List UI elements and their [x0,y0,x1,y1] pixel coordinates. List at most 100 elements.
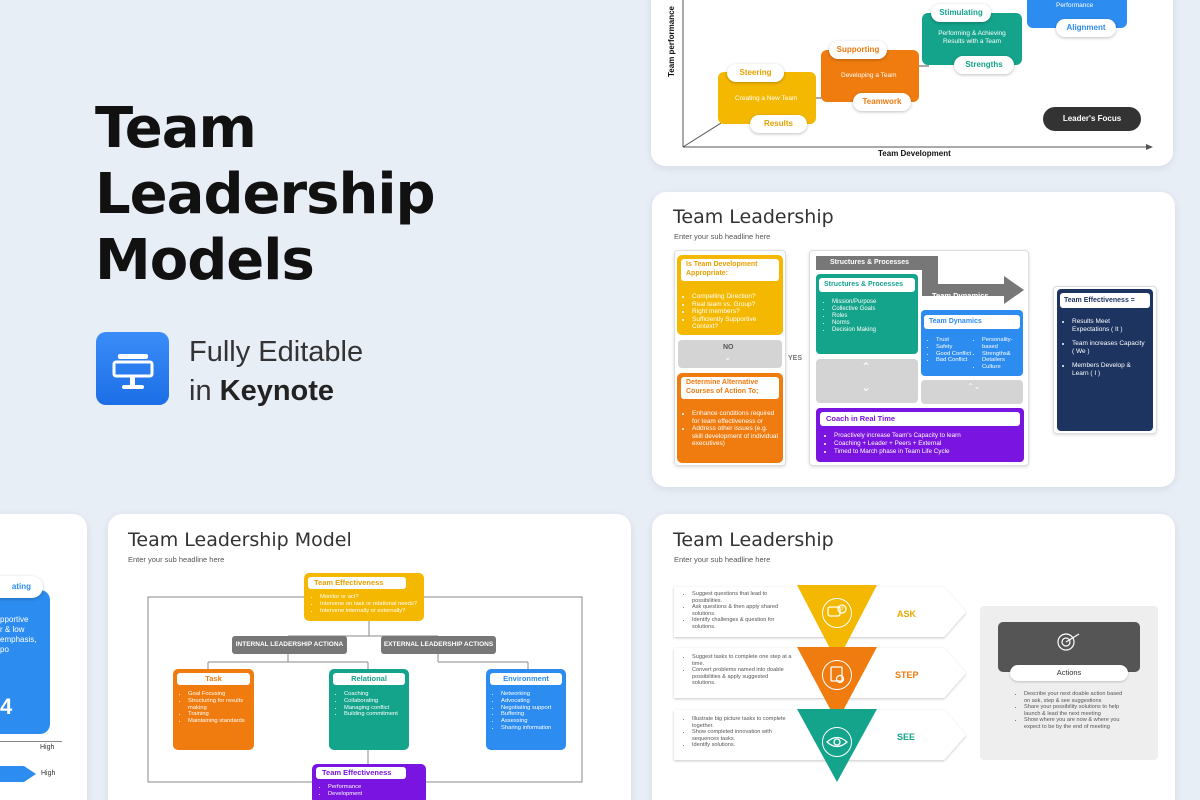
slide-title: Team Leadership [673,206,834,228]
list-item: Identify solutions. [692,742,792,749]
x-axis-label: Team Development [878,149,951,158]
leaders-focus-button[interactable]: Leader's Focus [1043,107,1141,131]
list-item: Members Develop & Learn ( I ) [1072,362,1148,378]
arrow-right-icon [0,766,36,782]
hero-title-line-3: Models [95,228,315,293]
left-column-frame [674,250,786,466]
stage-supporting-pill: Supporting [829,41,887,59]
list-item: Building commitment [344,711,408,718]
model-connectors [147,596,583,783]
list-item: Convert problems named into doable possi… [692,667,792,687]
no-connector [678,340,782,368]
partial-blue-box [0,590,50,734]
structures-title: Structures & Processes [819,278,915,292]
dynamics-list-1: Trust Safety Good Conflict Bad Conflict [926,337,976,364]
coach-title: Coach in Real Time [820,412,1020,426]
editable-line-1: Fully Editable [189,336,364,368]
stage-strengths-pill: Strengths [954,56,1014,74]
document-gear-icon [822,660,852,690]
middle-frame [809,250,1029,466]
slide-ask-step-see[interactable]: Team Leadership Enter your sub headline … [652,514,1175,800]
list-item: Results Meet Expectations ( It ) [1072,318,1148,334]
ask-label: ASK [897,609,917,619]
slide-team-leadership-process[interactable]: Team Leadership Enter your sub headline … [652,192,1175,487]
task-list: Goal Focusing Structuring for results ma… [178,691,252,725]
list-item: Suggest tasks to complete one step at a … [692,654,792,667]
list-item: Collaborating [344,698,408,705]
eye-icon [822,727,852,757]
list-item: Strengths& Detailers [982,351,1020,365]
list-item: Real team vs. Group? [692,301,780,309]
partial-axis-line [0,741,62,742]
effectiveness-title: Team Effectiveness = [1060,293,1150,308]
task-title: Task [177,673,250,685]
list-item: Ask questions & then apply shared soluti… [692,604,792,617]
slide-subtitle: Enter your sub headline here [674,555,771,564]
structures-connector [816,359,918,403]
step-label: STEP [895,670,919,680]
hero-title-line-2: Leadership [95,162,436,227]
actions-header [998,622,1140,672]
slide-team-development-chart[interactable]: Team performance Team Development Creati… [651,0,1173,166]
stage-steering-pill: Steering [727,64,784,82]
list-item: Development [328,791,418,798]
list-item: Networking [501,691,565,698]
list-item: Structuring for results making [188,698,252,712]
team-dynamics-arrow-label: Team Dynamics [932,291,989,300]
arrow-right-icon [922,256,1024,304]
list-item: Training [188,711,252,718]
list-item: Negotiating support [501,705,565,712]
list-item: Assessing [501,718,565,725]
list-item: Sufficiently Supportive Context? [692,316,780,331]
no-label: NO [723,344,734,351]
list-item: Intervene on task or relational needs? [320,601,422,608]
question-list: Compelling Direction? Real team vs. Grou… [682,293,780,331]
stage-stimulating-pill: Stimulating [931,4,991,22]
slide-subtitle: Enter your sub headline here [128,555,225,564]
list-item: Share your possibility solutions to help… [1024,704,1126,717]
stage-teamwork-pill: Teamwork [853,93,911,111]
bottom-effectiveness-list: Performance Development [318,784,418,798]
slide-team-leadership-model[interactable]: Team Leadership Model Enter your sub hea… [108,514,631,800]
dynamics-connector [921,380,1023,404]
see-list: Illustrate big picture tasks to complete… [682,716,792,749]
list-item: Sharing information [501,725,565,732]
list-item: Bad Conflict [936,357,976,364]
list-item: Coaching + Leader + Peers + External [834,440,1020,448]
list-item: Show completed innovation with sequences… [692,729,792,742]
question-title: Is Team Development Appropriate: [681,259,779,281]
environment-list: Networking Advocating Negotiating suppor… [491,691,565,732]
actions-label: Actions [1010,665,1128,681]
list-item: Team increases Capacity ( We ) [1072,340,1148,356]
stage-creating-body: Creating a New Team [735,95,798,102]
list-item: Culture [982,364,1020,371]
list-item: Mission/Purpose [832,299,914,306]
chevron-down-icon: ⌄ [861,380,872,394]
list-item: Trust [936,337,976,344]
slide-partial-left[interactable]: ating pportive r & low emphasis, po 4 Hi… [0,514,87,800]
list-item: Managing conflict [344,705,408,712]
list-item: Intervene internally or externally? [320,608,422,615]
top-effectiveness-list: Monitor or act? Intervene on task or rel… [310,594,422,615]
list-item: Suggest questions that lead to possibili… [692,591,792,604]
list-item: Right members? [692,308,780,316]
chart-axes [682,0,1153,150]
editable-line-2: in Keynote [189,375,334,408]
dynamics-title: Team Dynamics [924,315,1020,329]
slide-title: Team Leadership [673,529,834,551]
list-item: Maintaining standards [188,718,252,725]
list-item: Goal Focusing [188,691,252,698]
slide-subtitle: Enter your sub headline here [674,232,771,241]
list-item: Collective Goals [832,306,914,313]
target-gear-icon [1055,630,1083,659]
chevron-down-icon: ⌄ [724,352,732,362]
list-item: Norms [832,320,914,327]
coach-list: Proactively increase Team's Capacity to … [824,432,1020,456]
list-item: Describe your next doable action based o… [1024,691,1126,704]
relational-title: Relational [333,673,405,685]
keynote-podium-icon [96,332,169,405]
yes-label: YES [788,355,803,362]
y-axis-label: Team performance [667,6,676,77]
alternative-title: Determine Alternative Courses of Action … [681,377,779,399]
partial-text-2: r & low [0,625,25,634]
